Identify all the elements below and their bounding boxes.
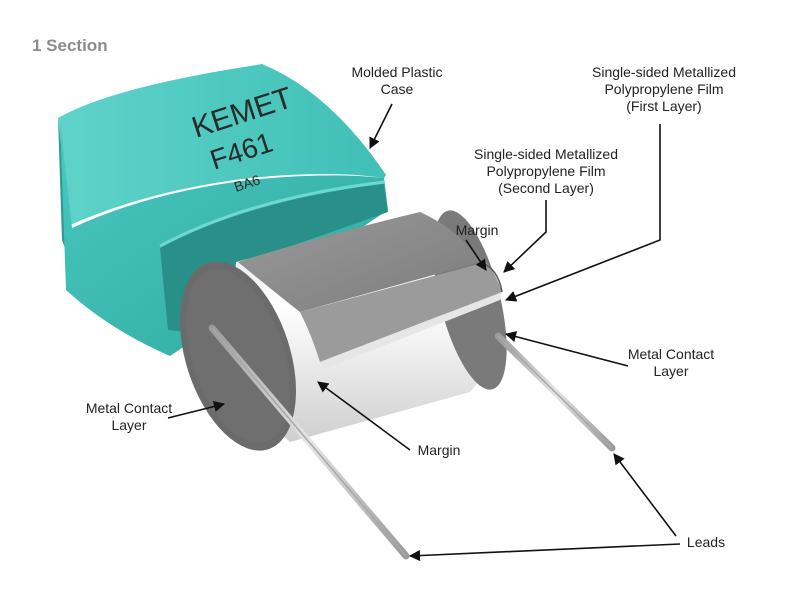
callout-arrows bbox=[167, 103, 681, 562]
arrow-margin-top bbox=[465, 239, 487, 271]
arrow-contact-left bbox=[167, 401, 226, 419]
case-top-face bbox=[58, 64, 386, 225]
arrow-leads-right bbox=[613, 453, 677, 537]
plastic-case: KEMET F461 BA6 bbox=[58, 64, 388, 356]
label-metal-contact-right: Metal Contact Layer bbox=[627, 346, 715, 379]
films bbox=[238, 212, 503, 370]
right-lead-highlight bbox=[497, 335, 613, 449]
arrow-margin-bottom bbox=[317, 381, 411, 451]
label-film-second-layer: Single-sided Metallized Polypropylene Fi… bbox=[474, 146, 618, 196]
left-lead-highlight bbox=[211, 327, 407, 557]
case-code: BA6 bbox=[232, 171, 262, 194]
label-leads: Leads bbox=[686, 534, 726, 550]
section-title: 1 Section bbox=[32, 36, 108, 55]
arrow-film-second bbox=[503, 200, 547, 273]
label-molded-plastic-case: Molded Plastic Case bbox=[351, 64, 443, 97]
arrow-contact-right bbox=[504, 331, 629, 367]
film-second-layer bbox=[300, 262, 502, 362]
label-film-first-layer: Single-sided Metallized Polypropylene Fi… bbox=[592, 64, 736, 114]
case-rim bbox=[159, 180, 385, 248]
label-margin-top: Margin bbox=[455, 222, 499, 238]
label-metal-contact-left: Metal Contact Layer bbox=[85, 400, 173, 433]
film-first-layer bbox=[238, 212, 480, 312]
arrow-case bbox=[369, 103, 393, 150]
film-second-layer-edge bbox=[320, 292, 502, 370]
label-margin-bottom: Margin bbox=[417, 442, 461, 458]
arrow-film-first bbox=[504, 124, 661, 302]
arrow-leads-left bbox=[408, 543, 681, 562]
leads bbox=[208, 324, 616, 560]
